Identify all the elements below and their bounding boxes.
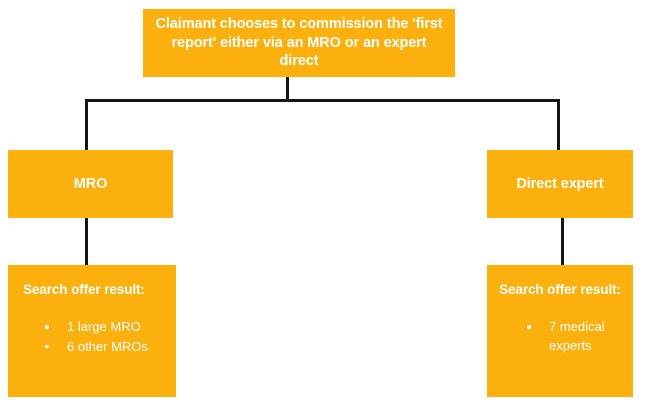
node-mro: MRO <box>8 150 173 218</box>
direct-expert-result-bullet-list: 7 medical experts <box>497 318 623 356</box>
node-root-claimant-choice: Claimant chooses to commission the 'firs… <box>143 9 455 77</box>
connector-mro-to-result <box>85 216 88 267</box>
list-item-label: 1 large MRO <box>67 319 141 334</box>
list-item: 7 medical experts <box>525 318 623 356</box>
node-mro-label: MRO <box>73 175 108 192</box>
list-item-label: 6 other MROs <box>67 338 148 354</box>
node-root-label: Claimant chooses to commission the 'firs… <box>155 16 443 70</box>
list-item-label: 7 medical experts <box>549 319 605 353</box>
connector-direct-expert-to-result <box>561 216 564 267</box>
connector-drop-to-direct-expert <box>557 99 560 152</box>
bullet-dot-icon <box>45 325 49 329</box>
list-item: 6 other MROs <box>43 338 166 357</box>
connector-root-stem <box>286 77 289 101</box>
connector-drop-to-mro <box>85 99 88 152</box>
mro-result-heading: Search offer result: <box>23 282 145 297</box>
list-item: 1 large MRO <box>43 318 166 337</box>
node-direct-expert: Direct expert <box>487 150 633 218</box>
bullet-dot-icon <box>527 325 531 329</box>
direct-expert-result-heading: Search offer result: <box>499 282 621 297</box>
mro-result-bullet-list: 1 large MRO 6 other MROs <box>18 318 166 357</box>
bullet-dot-icon <box>45 344 49 349</box>
node-direct-expert-search-offer-result: Search offer result: 7 medical experts <box>487 265 633 397</box>
node-direct-expert-label: Direct expert <box>516 175 604 192</box>
node-mro-search-offer-result: Search offer result: 1 large MRO 6 other… <box>8 265 176 397</box>
connector-horizontal-crossbar <box>85 99 560 102</box>
